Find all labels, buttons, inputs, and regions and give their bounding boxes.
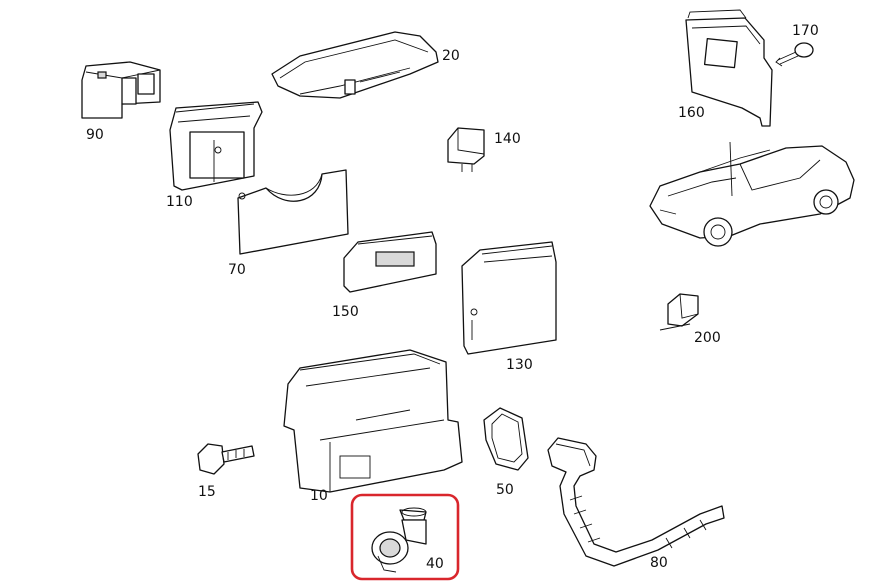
label-80: 80 — [650, 555, 668, 571]
part-15-connector[interactable] — [197, 443, 255, 475]
label-50: 50 — [496, 482, 514, 498]
part-160-control-module[interactable] — [685, 9, 773, 127]
label-90: 90 — [86, 127, 104, 143]
label-15: 15 — [198, 484, 216, 500]
part-90-relay-box[interactable] — [81, 61, 161, 119]
label-200: 200 — [694, 330, 721, 346]
part-70-panel[interactable] — [237, 169, 349, 255]
label-140: 140 — [494, 131, 521, 147]
part-110-control-unit[interactable] — [169, 101, 263, 191]
label-40: 40 — [426, 556, 444, 572]
part-130-ecu[interactable] — [461, 241, 557, 355]
part-150-module[interactable] — [343, 231, 437, 293]
part-40-component[interactable] — [350, 493, 460, 581]
label-150: 150 — [332, 304, 359, 320]
label-20: 20 — [442, 48, 460, 64]
highlight-box — [350, 493, 460, 581]
part-170-screw[interactable] — [775, 42, 814, 67]
part-20-cover[interactable] — [271, 31, 439, 99]
part-10-housing[interactable] — [283, 349, 463, 493]
label-160: 160 — [678, 105, 705, 121]
part-50-gasket[interactable] — [483, 407, 529, 471]
label-110: 110 — [166, 194, 193, 210]
label-130: 130 — [506, 357, 533, 373]
part-80-hose[interactable] — [547, 437, 725, 567]
label-170: 170 — [792, 23, 819, 39]
label-70: 70 — [228, 262, 246, 278]
part-200-bracket[interactable] — [659, 293, 699, 331]
label-10: 10 — [310, 488, 328, 504]
vehicle-illustration — [649, 141, 855, 247]
part-140-relay[interactable] — [447, 127, 485, 172]
